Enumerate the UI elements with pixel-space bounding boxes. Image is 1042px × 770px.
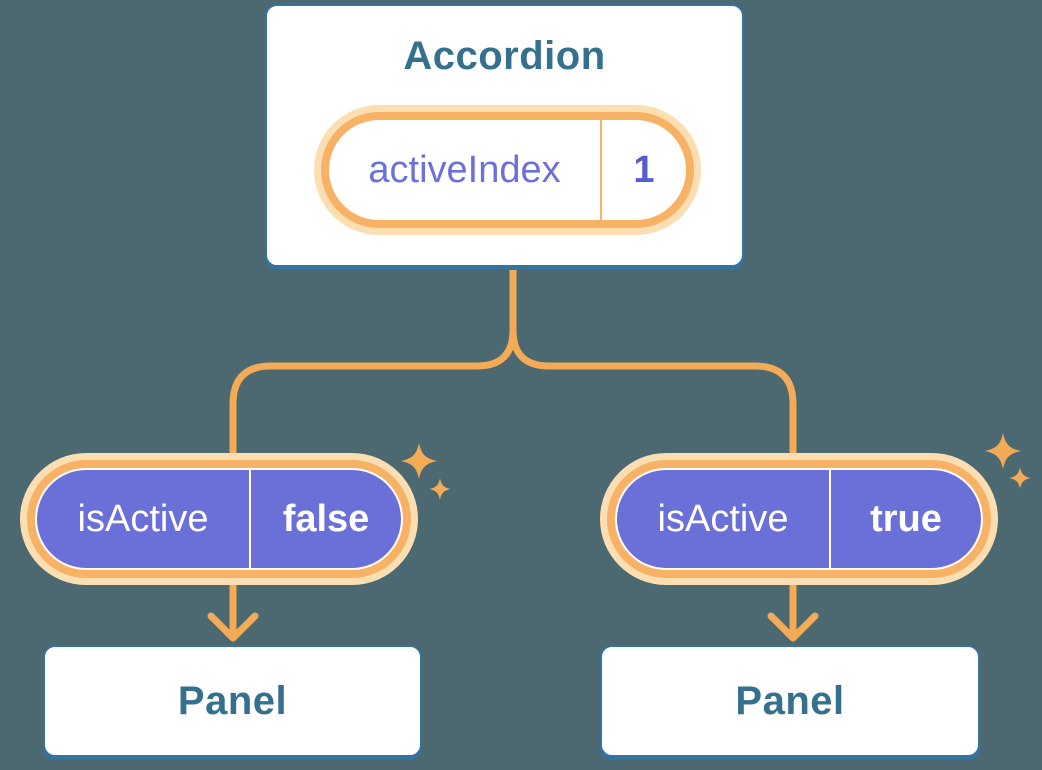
pill-divider bbox=[829, 470, 831, 568]
accordion-card: Accordion activeIndex 1 bbox=[265, 4, 744, 267]
prop-value: false bbox=[282, 497, 370, 540]
prop-value: true bbox=[870, 497, 942, 540]
fork-branch-left-line bbox=[229, 260, 517, 509]
right-arrowhead-icon bbox=[767, 612, 819, 642]
accordion-title: Accordion bbox=[403, 34, 606, 78]
state-pill: activeIndex 1 bbox=[321, 112, 694, 228]
pill-divider bbox=[249, 470, 251, 568]
state-name: activeIndex bbox=[368, 148, 561, 191]
sparkle-icon bbox=[401, 443, 451, 500]
state-value: 1 bbox=[633, 148, 655, 191]
left-arrowhead-icon bbox=[207, 612, 259, 642]
panel-card-right: Panel bbox=[600, 645, 980, 757]
prop-pill-right-body: isActive true bbox=[615, 468, 983, 570]
panel-title: Panel bbox=[735, 678, 845, 723]
panel-card-left: Panel bbox=[43, 645, 422, 757]
fork-branch-right-line bbox=[509, 260, 797, 509]
panel-title: Panel bbox=[177, 678, 288, 723]
pill-divider bbox=[600, 120, 602, 220]
prop-pill-left-body: isActive false bbox=[35, 468, 403, 570]
prop-pill-left: isActive false bbox=[27, 460, 411, 578]
sparkle-icon bbox=[985, 433, 1031, 489]
prop-name: isActive bbox=[77, 497, 209, 540]
state-pill-body: activeIndex 1 bbox=[329, 120, 686, 220]
prop-pill-right: isActive true bbox=[607, 460, 991, 578]
prop-name: isActive bbox=[657, 497, 789, 540]
